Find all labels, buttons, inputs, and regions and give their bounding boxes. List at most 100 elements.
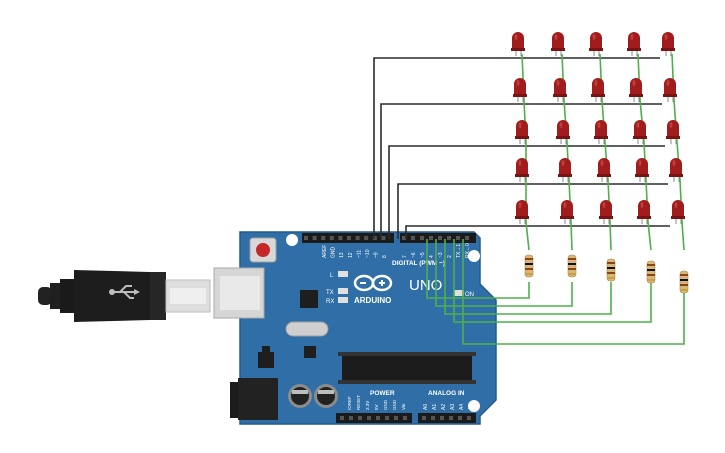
- pin-hole[interactable]: [438, 236, 442, 240]
- led-tx-label: TX: [326, 290, 334, 296]
- led[interactable]: [663, 78, 677, 102]
- power-header[interactable]: [336, 413, 412, 423]
- pin-hole[interactable]: [367, 416, 371, 420]
- led[interactable]: [591, 78, 605, 102]
- power-label: POWER: [370, 390, 395, 397]
- led-matrix[interactable]: [511, 32, 685, 224]
- digital-pin-holes[interactable]: [304, 236, 469, 240]
- pin-hole[interactable]: [355, 236, 360, 240]
- led[interactable]: [556, 120, 570, 144]
- pin-hole[interactable]: [447, 236, 451, 240]
- row-wire[interactable]: [373, 57, 660, 239]
- pin-label: 7: [402, 255, 408, 258]
- row-wire[interactable]: [397, 183, 668, 239]
- led-rx-indicator: [338, 297, 348, 303]
- pin-hole[interactable]: [381, 236, 386, 240]
- small-chip: [304, 346, 316, 358]
- pin-hole[interactable]: [429, 236, 433, 240]
- led[interactable]: [669, 158, 683, 182]
- resistor-wire[interactable]: [462, 239, 685, 345]
- pin-hole[interactable]: [411, 236, 415, 240]
- pin-hole[interactable]: [358, 416, 362, 420]
- pin-hole[interactable]: [304, 236, 308, 240]
- pin-hole[interactable]: [329, 236, 334, 240]
- led[interactable]: [661, 32, 675, 56]
- led[interactable]: [637, 200, 651, 224]
- led-tx-indicator: [338, 288, 348, 294]
- usb-cable[interactable]: [38, 270, 211, 322]
- resistors[interactable]: [524, 254, 689, 294]
- led[interactable]: [553, 78, 567, 102]
- led-on-indicator: [454, 290, 464, 296]
- led[interactable]: [560, 200, 574, 224]
- led[interactable]: [589, 32, 603, 56]
- pin-label: A1: [432, 404, 438, 410]
- led[interactable]: [633, 120, 647, 144]
- analog-label: ANALOG IN: [428, 390, 465, 397]
- pin-hole[interactable]: [347, 236, 351, 240]
- pin-hole[interactable]: [467, 416, 471, 420]
- led[interactable]: [515, 158, 529, 182]
- bottom-pin-holes[interactable]: [340, 416, 471, 420]
- pin-hole[interactable]: [440, 416, 444, 420]
- led[interactable]: [666, 120, 680, 144]
- resistor-wire[interactable]: [435, 239, 573, 307]
- led[interactable]: [597, 158, 611, 182]
- led[interactable]: [599, 200, 613, 224]
- pin-hole[interactable]: [456, 236, 460, 240]
- resistor[interactable]: [679, 270, 689, 294]
- pin-hole[interactable]: [340, 416, 344, 420]
- pin-hole[interactable]: [376, 416, 380, 420]
- capacitor: [288, 384, 312, 408]
- pin-hole[interactable]: [394, 416, 398, 420]
- pin-hole[interactable]: [403, 416, 407, 420]
- resistor[interactable]: [524, 254, 534, 278]
- pin-hole[interactable]: [420, 236, 424, 240]
- pin-hole[interactable]: [431, 416, 435, 420]
- row-wire[interactable]: [405, 225, 670, 239]
- pin-hole[interactable]: [312, 236, 317, 240]
- resistor[interactable]: [606, 258, 616, 282]
- resistor-wire[interactable]: [453, 239, 652, 323]
- mount-hole: [468, 250, 480, 262]
- led[interactable]: [551, 32, 565, 56]
- led[interactable]: [515, 200, 529, 224]
- resistor[interactable]: [567, 254, 577, 278]
- power-jack: [230, 378, 278, 420]
- pin-hole[interactable]: [349, 416, 353, 420]
- pin-label: 5V: [374, 404, 379, 410]
- pin-hole[interactable]: [449, 416, 453, 420]
- led[interactable]: [515, 120, 529, 144]
- led[interactable]: [635, 158, 649, 182]
- pin-hole[interactable]: [364, 236, 369, 240]
- pin-hole[interactable]: [385, 416, 389, 420]
- row-wire[interactable]: [388, 145, 665, 239]
- row-wire[interactable]: [380, 103, 662, 239]
- usb-chip: [300, 290, 318, 308]
- led[interactable]: [513, 78, 527, 102]
- led[interactable]: [511, 32, 525, 56]
- analog-header[interactable]: [418, 413, 476, 423]
- resistor-wire[interactable]: [426, 239, 530, 299]
- resistor-wire[interactable]: [444, 239, 612, 315]
- pin-label: RESET: [356, 395, 361, 410]
- led[interactable]: [627, 32, 641, 56]
- pin-hole[interactable]: [422, 416, 426, 420]
- pin-label: 12: [348, 252, 354, 258]
- pin-label: A2: [441, 404, 447, 410]
- led[interactable]: [558, 158, 572, 182]
- pin-hole[interactable]: [338, 236, 343, 240]
- pin-hole[interactable]: [458, 416, 462, 420]
- led[interactable]: [671, 200, 685, 224]
- led[interactable]: [629, 78, 643, 102]
- pin-hole[interactable]: [465, 236, 469, 240]
- led[interactable]: [594, 120, 608, 144]
- pin-label: A4: [459, 404, 465, 410]
- pin-hole[interactable]: [321, 236, 326, 240]
- reset-button[interactable]: [249, 237, 277, 263]
- pin-hole[interactable]: [402, 236, 406, 240]
- resistor[interactable]: [646, 260, 656, 284]
